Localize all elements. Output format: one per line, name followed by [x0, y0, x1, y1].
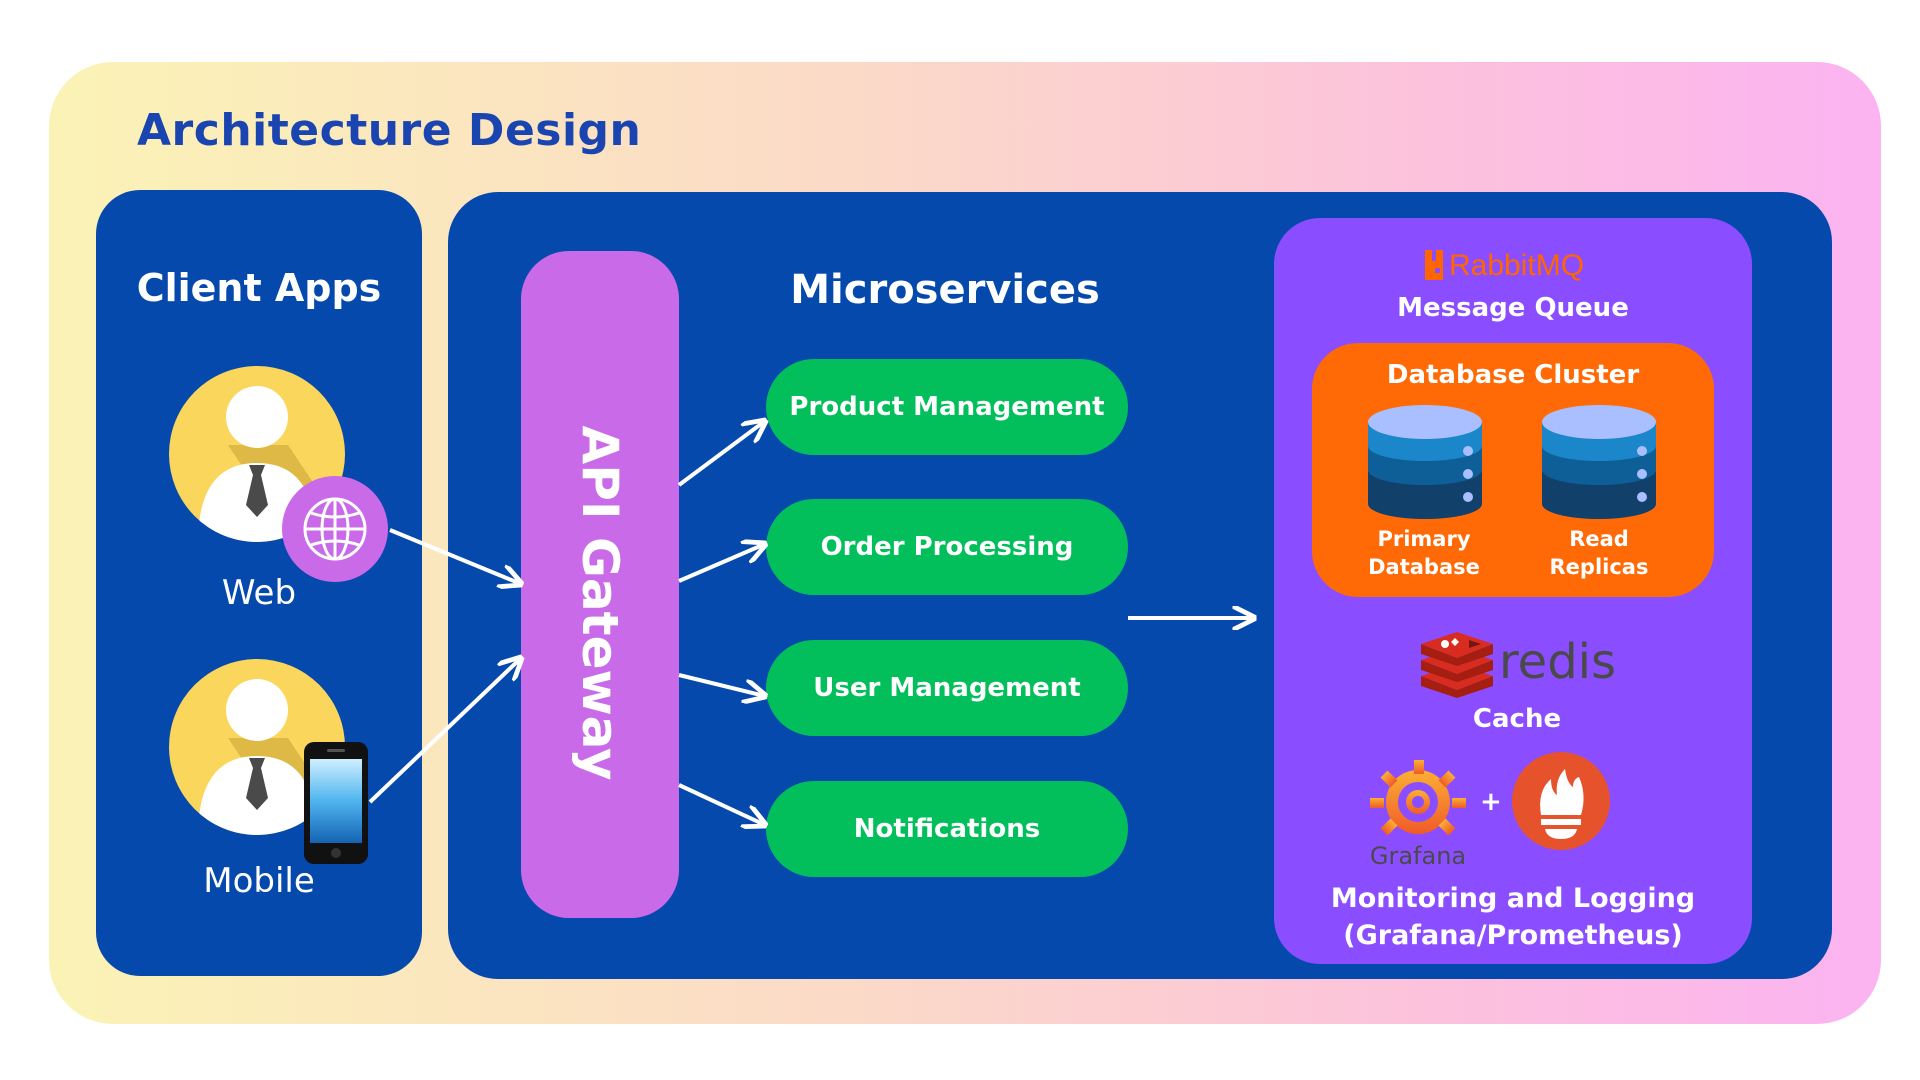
arrow-mobile-to-gateway — [368, 658, 521, 804]
api-gateway[interactable] — [521, 251, 679, 918]
service-notifications[interactable]: Notifications — [766, 781, 1128, 877]
mobile-user-icon — [169, 659, 345, 835]
prometheus-logo — [1512, 752, 1610, 850]
rabbitmq-logo: RabbitMQ — [1425, 249, 1584, 282]
monitoring-label-line2: (Grafana/Prometheus) — [1343, 920, 1683, 951]
arrow-gateway-to-product — [677, 421, 765, 487]
cache-label: Cache — [1472, 704, 1562, 734]
read-replicas-label-line2: Replicas — [1549, 555, 1649, 579]
redis-logo: redis — [1421, 632, 1615, 698]
smartphone-icon — [304, 742, 368, 864]
monitoring-label: Monitoring and Logging (Grafana/Promethe… — [1274, 880, 1752, 954]
page-title: Architecture Design — [137, 105, 642, 156]
grafana-logo: Grafana — [1370, 760, 1466, 870]
primary-database-label-line2: Database — [1368, 555, 1480, 579]
arrow-gateway-to-notifications — [678, 783, 765, 825]
database-cluster-label: Database Cluster — [1386, 360, 1640, 390]
mobile-label: Mobile — [203, 861, 315, 901]
web-label: Web — [221, 573, 297, 613]
service-order-processing[interactable]: Order Processing — [766, 499, 1128, 595]
read-replicas-label: Read Replicas — [1519, 525, 1679, 581]
primary-database-label: Primary Database — [1344, 525, 1504, 581]
arrow-gateway-to-order — [678, 544, 765, 583]
service-product-management[interactable]: Product Management — [766, 359, 1128, 455]
plus-sign: + — [1480, 787, 1502, 817]
primary-database-icon — [1368, 405, 1482, 519]
primary-database-label-line1: Primary — [1377, 527, 1471, 551]
rabbitmq-logo-text: RabbitMQ — [1449, 249, 1584, 282]
arrow-gateway-to-user — [678, 673, 765, 696]
redis-logo-text: redis — [1499, 634, 1615, 690]
globe-icon — [282, 476, 388, 582]
monitoring-label-line1: Monitoring and Logging — [1330, 883, 1696, 914]
read-replicas-label-line1: Read — [1569, 527, 1629, 551]
read-replicas-icon — [1542, 405, 1656, 519]
grafana-logo-text: Grafana — [1370, 842, 1466, 870]
arrow-web-to-gateway — [389, 528, 521, 584]
client-apps-heading: Client Apps — [136, 266, 382, 310]
service-user-management[interactable]: User Management — [766, 640, 1128, 736]
message-queue-label: Message Queue — [1397, 293, 1629, 323]
microservices-heading: Microservices — [790, 267, 1100, 313]
